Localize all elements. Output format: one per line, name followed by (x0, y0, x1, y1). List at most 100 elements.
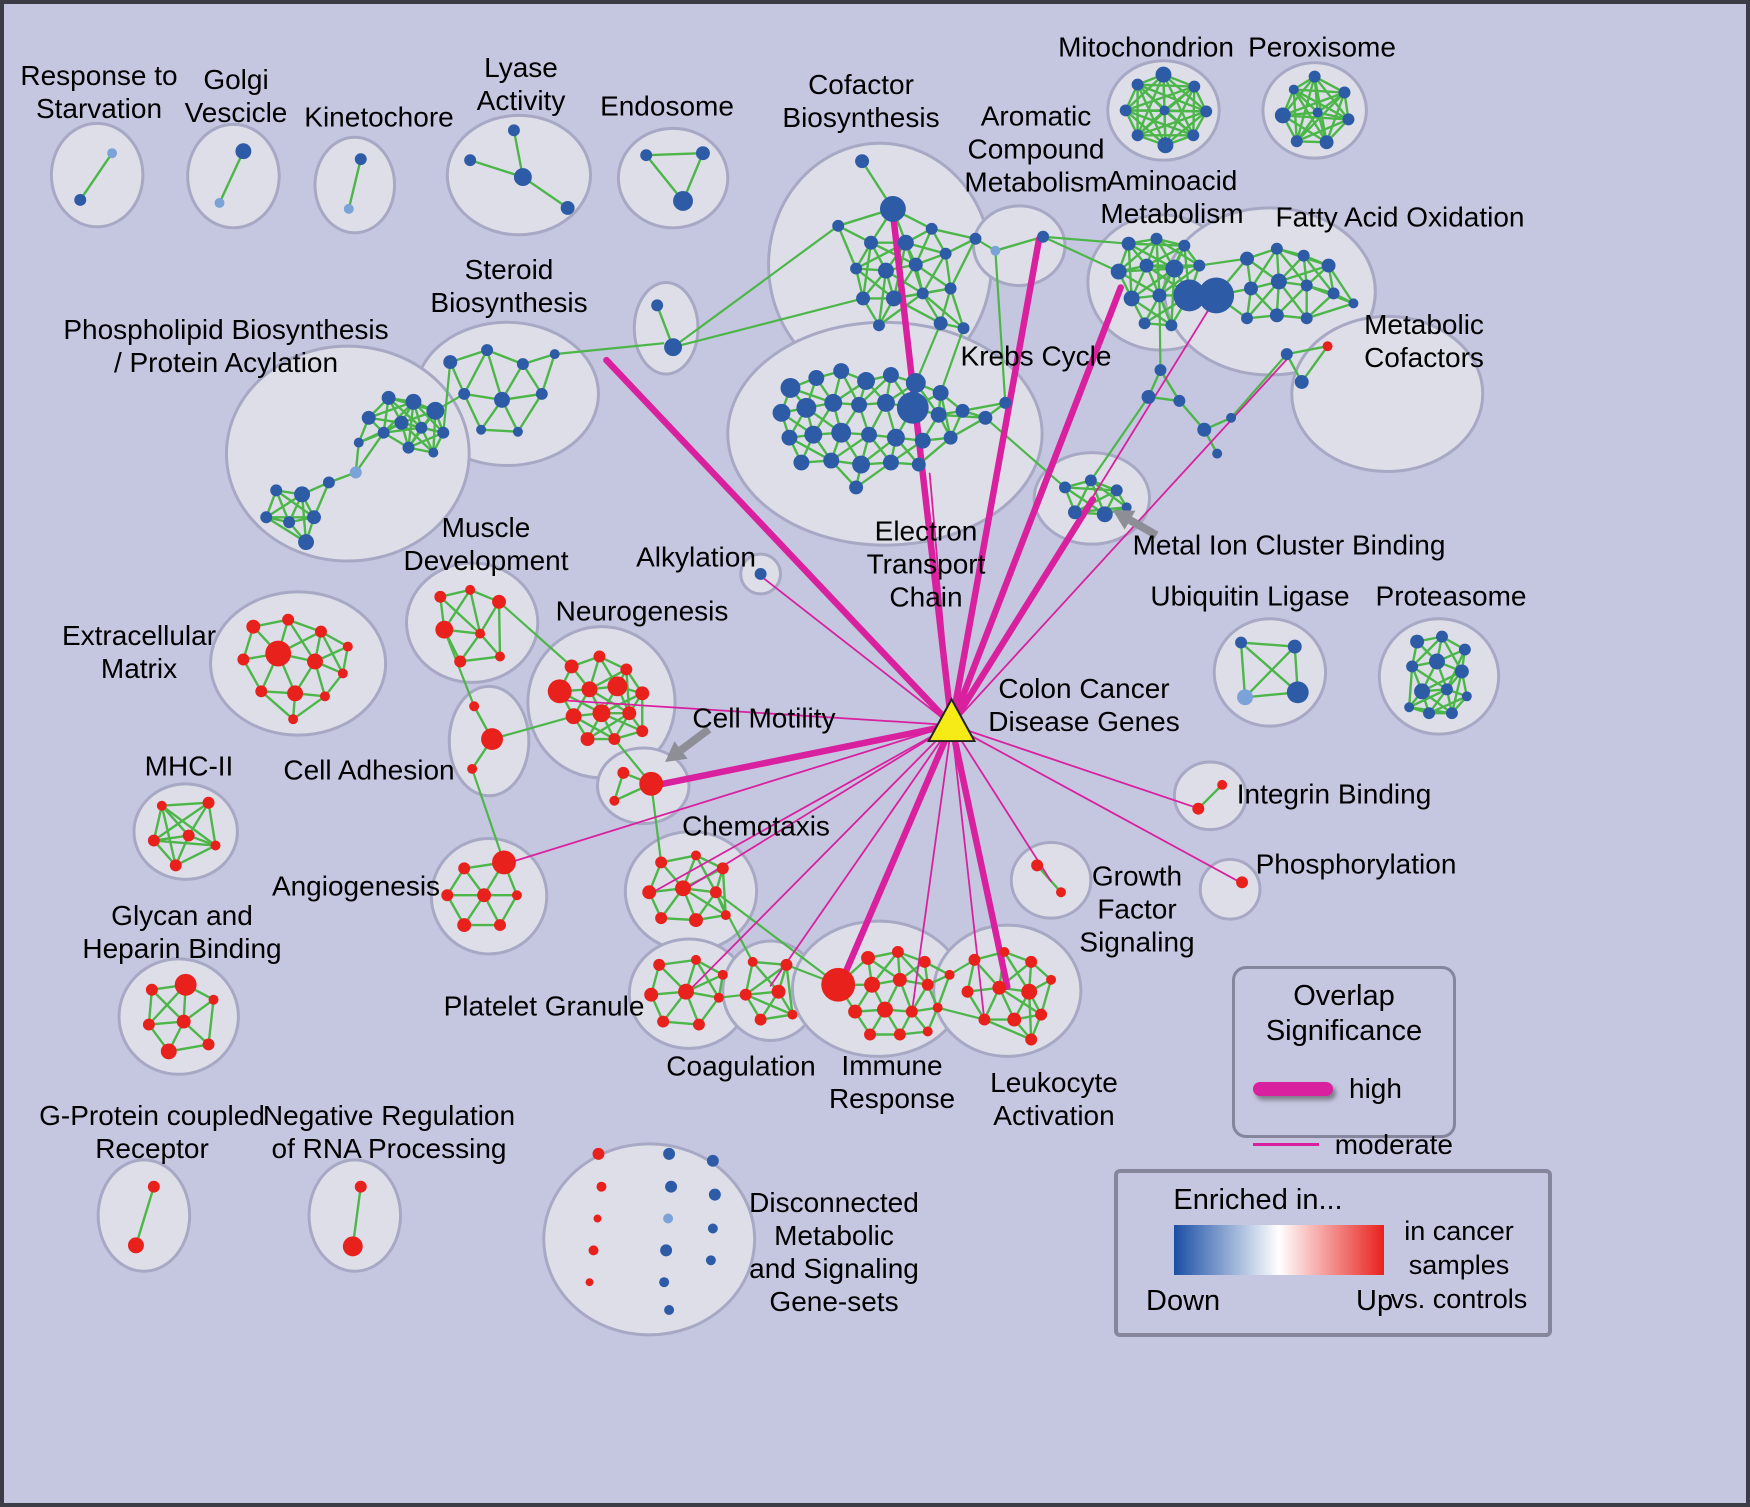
gene-set-node (1173, 394, 1186, 407)
gene-set-node (944, 282, 957, 295)
gene-set-node (235, 143, 252, 160)
gene-set-node (663, 1147, 676, 1160)
gene-set-edge (400, 421, 435, 454)
gene-set-edge (1278, 264, 1329, 283)
gene-set-node (1138, 317, 1151, 330)
gene-set-edge (207, 999, 215, 1045)
gene-set-node (664, 1305, 675, 1316)
gene-set-edge (949, 238, 977, 290)
gene-set-edge (469, 159, 524, 179)
gene-set-node (617, 766, 630, 779)
gene-set-node (922, 1026, 933, 1037)
gene-set-node (695, 146, 710, 161)
cluster-ellipse-negative-regulation-rna-processing (307, 1158, 403, 1273)
gene-set-node (202, 1038, 215, 1051)
gene-set-node (708, 1188, 721, 1201)
gene-set-node (651, 299, 664, 312)
gene-set-edge (468, 589, 482, 634)
gene-set-node (639, 771, 664, 796)
colon-cancer-triangle (927, 697, 977, 743)
gene-set-edge (1064, 486, 1117, 492)
gene-set-node (415, 421, 428, 434)
overlap-edge-moderate (950, 724, 1052, 883)
gene-set-node (608, 733, 621, 746)
gene-set-node (916, 287, 929, 300)
gene-set-node (969, 232, 982, 245)
enrichment-gradient-bar (1174, 1225, 1384, 1275)
gene-set-edge (439, 595, 481, 635)
gene-set-node (1152, 288, 1167, 303)
gene-set-node (891, 945, 904, 958)
gene-set-edge (497, 601, 502, 657)
gene-set-node (739, 988, 752, 1001)
gene-set-node (771, 984, 786, 999)
gene-set-node (147, 834, 160, 847)
gene-set-node (856, 291, 871, 306)
gene-set-node (1404, 702, 1415, 713)
gene-set-node (855, 154, 870, 169)
gene-set-node (287, 685, 304, 702)
gene-set-node (657, 1015, 670, 1028)
gene-set-node (176, 1014, 191, 1029)
gene-set-node (1423, 707, 1436, 720)
overlap-edge-moderate (950, 724, 1201, 810)
gene-set-node (342, 1236, 363, 1257)
gene-set-node (1454, 664, 1469, 679)
gene-set-node (1200, 105, 1213, 118)
overlap-edge-high (948, 721, 1011, 990)
gene-set-node (428, 447, 439, 458)
gene-set-cross-edge (442, 361, 452, 433)
gene-set-node (833, 363, 850, 379)
gene-set-node (354, 153, 367, 166)
gene-set-node (1084, 474, 1097, 487)
gene-set-edge (1158, 264, 1200, 297)
gene-set-node (581, 681, 598, 698)
gene-set-edge (1313, 76, 1319, 113)
gene-set-node (1300, 279, 1313, 292)
gene-set-node (441, 889, 454, 902)
gene-set-edge (870, 241, 917, 266)
gene-set-node (592, 704, 611, 723)
gene-set-node (255, 685, 268, 698)
gene-set-edge (260, 690, 294, 721)
gene-set-edge (1240, 641, 1295, 648)
gene-set-edge (625, 669, 631, 714)
gene-set-node (1244, 281, 1258, 296)
gene-set-node (437, 426, 450, 439)
gene-set-edge (460, 655, 501, 663)
gene-set-node (640, 149, 653, 162)
gene-set-node (265, 640, 292, 667)
gene-set-edge (463, 393, 483, 431)
gene-set-node (322, 476, 335, 489)
gene-set-node (754, 1013, 767, 1026)
gene-set-node (1165, 259, 1184, 278)
gene-set-edge (1244, 645, 1296, 699)
gene-set-edge (160, 805, 177, 866)
gene-set-node (1141, 389, 1156, 404)
gene-set-edge (522, 176, 569, 209)
gene-set-node (512, 426, 523, 437)
gene-set-node (202, 796, 215, 809)
enriched-in-legend: Enriched in... Down Up in cancer samples… (1114, 1169, 1552, 1337)
gene-set-node (1338, 86, 1351, 99)
gene-set-node (147, 1180, 160, 1193)
gene-set-node (688, 913, 703, 928)
overlap-edge-moderate (506, 724, 953, 865)
gene-set-node (434, 590, 447, 603)
gene-set-node (873, 319, 885, 332)
gene-set-node (481, 344, 494, 357)
gene-set-node (588, 1245, 599, 1256)
gene-set-node (1308, 70, 1321, 83)
gene-set-edge (694, 854, 717, 893)
gene-set-node (353, 437, 364, 448)
gene-set-node (1025, 1033, 1038, 1046)
gene-set-edge (351, 1186, 362, 1247)
gene-set-node (107, 148, 118, 159)
gene-set-edge (949, 288, 965, 329)
gene-set-node (939, 247, 952, 260)
overlap-legend-title: Overlap Significance (1265, 980, 1423, 1047)
gene-set-node (1123, 290, 1140, 307)
gene-set-node (1241, 312, 1253, 325)
gene-set-cross-edge (937, 1006, 985, 1021)
gene-set-node (999, 946, 1010, 957)
